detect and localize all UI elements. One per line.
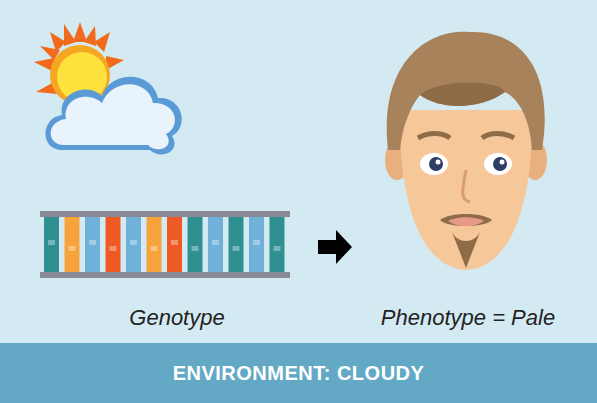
band-text: ENVIRONMENT: CLOUDY bbox=[173, 362, 425, 385]
dna-notch bbox=[274, 246, 281, 251]
face bbox=[385, 32, 547, 270]
dna-bar bbox=[229, 217, 244, 272]
dna-bar bbox=[85, 217, 100, 272]
dna-bar bbox=[249, 217, 264, 272]
dna-notch bbox=[212, 240, 219, 245]
dna-notch bbox=[69, 246, 76, 251]
environment-band: ENVIRONMENT: CLOUDY bbox=[0, 343, 597, 403]
dna-notch bbox=[171, 240, 178, 245]
dna-bar bbox=[208, 217, 223, 272]
dna-bar bbox=[147, 217, 162, 272]
dna-strip bbox=[40, 211, 290, 278]
dna-bar bbox=[126, 217, 141, 272]
caption-label: Phenotype = Pale bbox=[381, 305, 555, 331]
arrow bbox=[318, 230, 352, 264]
dna-notch bbox=[110, 246, 117, 251]
cloud bbox=[46, 77, 182, 155]
dna-bar bbox=[270, 217, 285, 272]
dna-bar bbox=[188, 217, 203, 272]
dna-notch bbox=[151, 246, 158, 251]
dna-notch bbox=[48, 240, 55, 245]
dna-notch bbox=[253, 240, 260, 245]
dna-bar bbox=[44, 217, 59, 272]
caption-label: Genotype bbox=[129, 305, 224, 331]
dna-bar bbox=[106, 217, 121, 272]
dna-bar bbox=[65, 217, 80, 272]
dna-notch bbox=[89, 240, 96, 245]
dna-bar bbox=[167, 217, 182, 272]
dna-notch bbox=[130, 240, 137, 245]
dna-notch bbox=[233, 246, 240, 251]
dna-notch bbox=[192, 246, 199, 251]
